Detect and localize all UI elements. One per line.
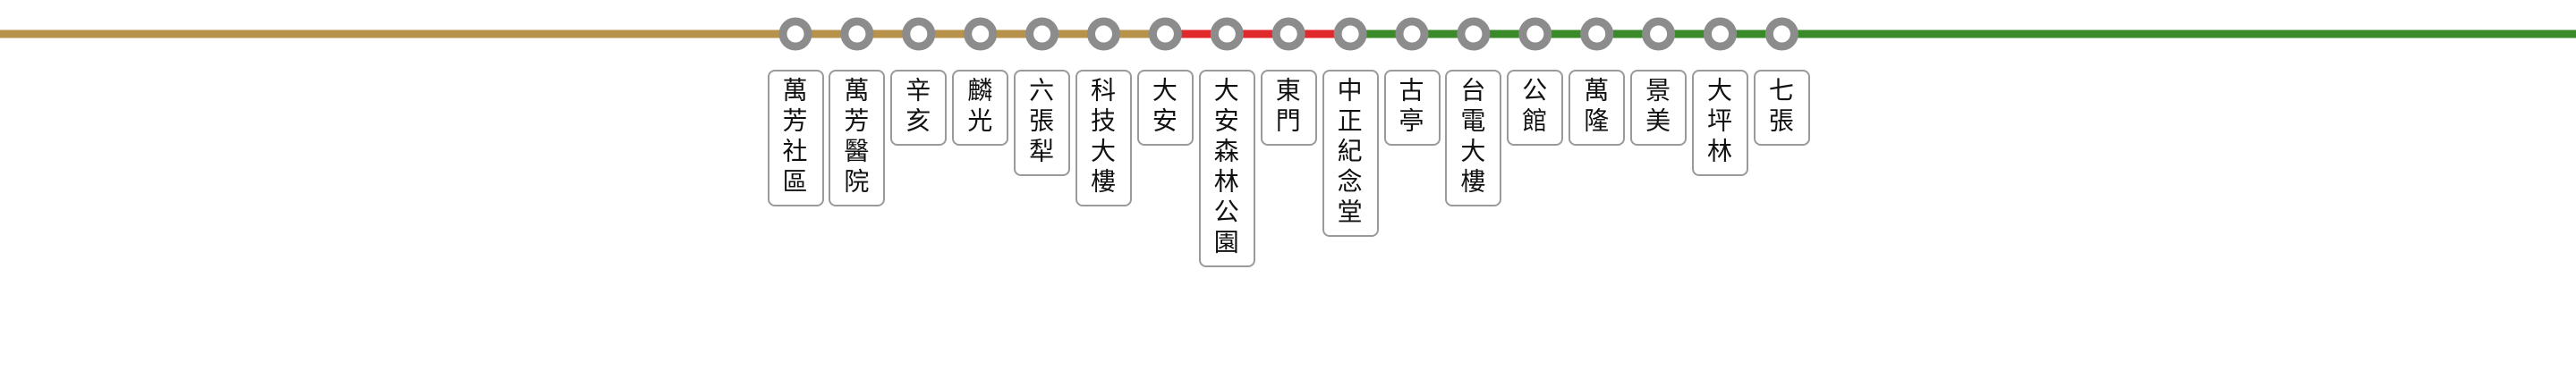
station-marker-16[interactable] <box>1704 17 1737 51</box>
station-marker-14[interactable] <box>1580 17 1614 51</box>
station-marker-4[interactable] <box>964 17 998 51</box>
station-marker-8[interactable] <box>1210 17 1244 51</box>
station-label-12[interactable]: 台電大樓 <box>1445 70 1502 206</box>
station-marker-1[interactable] <box>778 17 812 51</box>
station-label-3[interactable]: 辛亥 <box>890 70 948 146</box>
station-marker-5[interactable] <box>1025 17 1059 51</box>
station-marker-6[interactable] <box>1087 17 1120 51</box>
station-label-7[interactable]: 大安 <box>1136 70 1194 146</box>
station-label-5[interactable]: 六張犁 <box>1014 70 1071 176</box>
station-label-1[interactable]: 萬芳社區 <box>767 70 824 206</box>
station-marker-2[interactable] <box>840 17 874 51</box>
station-label-14[interactable]: 萬隆 <box>1569 70 1626 146</box>
station-marker-15[interactable] <box>1642 17 1676 51</box>
station-label-15[interactable]: 景美 <box>1630 70 1688 146</box>
station-marker-17[interactable] <box>1764 17 1798 51</box>
station-marker-3[interactable] <box>902 17 936 51</box>
station-marker-11[interactable] <box>1395 17 1429 51</box>
station-label-4[interactable]: 麟光 <box>952 70 1009 146</box>
station-label-17[interactable]: 七張 <box>1753 70 1810 146</box>
station-label-6[interactable]: 科技大樓 <box>1075 70 1132 206</box>
station-marker-12[interactable] <box>1457 17 1491 51</box>
station-label-10[interactable]: 中正紀念堂 <box>1322 70 1379 237</box>
station-marker-13[interactable] <box>1518 17 1552 51</box>
station-marker-10[interactable] <box>1333 17 1367 51</box>
station-label-11[interactable]: 古亭 <box>1383 70 1441 146</box>
station-marker-9[interactable] <box>1271 17 1305 51</box>
station-label-2[interactable]: 萬芳醫院 <box>829 70 886 206</box>
station-label-8[interactable]: 大安森林公園 <box>1198 70 1255 267</box>
station-label-13[interactable]: 公館 <box>1507 70 1564 146</box>
station-marker-7[interactable] <box>1148 17 1182 51</box>
station-markers <box>778 17 1798 51</box>
station-label-16[interactable]: 大坪林 <box>1692 70 1748 176</box>
station-label-9[interactable]: 東門 <box>1260 70 1317 146</box>
